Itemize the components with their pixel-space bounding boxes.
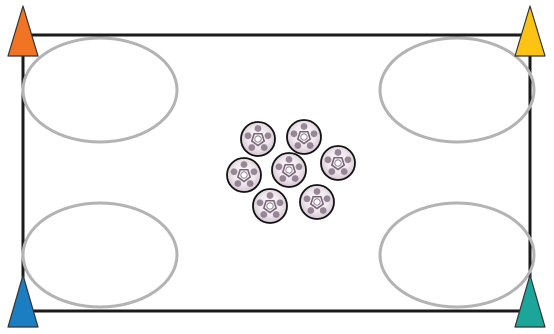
- soccer-ball-icon: [272, 153, 306, 187]
- ball-center: [301, 134, 307, 140]
- ball-patch: [260, 211, 267, 218]
- ball-patch: [231, 168, 238, 175]
- ball-patch: [291, 130, 298, 137]
- ball-patch: [257, 199, 264, 206]
- ball-patch: [286, 156, 293, 163]
- ball-patch: [314, 188, 321, 195]
- ball-center: [255, 136, 261, 142]
- ball-center: [314, 199, 320, 205]
- ball-patch: [324, 195, 331, 202]
- ball-patch: [261, 144, 268, 151]
- ball-center: [267, 203, 273, 209]
- soccer-ball-icon: [253, 189, 287, 223]
- ball-patch: [307, 142, 314, 149]
- ball-patch: [241, 161, 248, 168]
- soccer-ball-icon: [227, 158, 261, 192]
- ball-patch: [328, 168, 335, 175]
- soccer-ball-icon: [241, 122, 275, 156]
- ball-patch: [279, 175, 286, 182]
- ball-patch: [247, 180, 254, 187]
- ball-patch: [255, 125, 262, 132]
- cone-top-left-icon: [8, 6, 38, 56]
- ball-patch: [277, 199, 284, 206]
- ball-patch: [325, 156, 332, 163]
- ball-patch: [248, 144, 255, 151]
- ball-patch: [294, 142, 301, 149]
- soccer-ball-icon: [287, 120, 321, 154]
- soccer-ball-icon: [321, 146, 355, 180]
- ball-patch: [320, 207, 327, 214]
- ball-center: [335, 160, 341, 166]
- ball-center: [286, 167, 292, 173]
- ball-patch: [304, 195, 311, 202]
- ball-patch: [301, 123, 308, 130]
- ball-patch: [245, 132, 252, 139]
- ball-patch: [273, 211, 280, 218]
- ball-patch: [307, 207, 314, 214]
- ball-patch: [234, 180, 241, 187]
- soccer-ball-icon: [300, 185, 334, 219]
- ball-patch: [296, 163, 303, 170]
- ball-patch: [311, 130, 318, 137]
- ball-patch: [341, 168, 348, 175]
- ball-patch: [345, 156, 352, 163]
- cone-top-right-icon: [515, 6, 545, 56]
- ball-patch: [335, 149, 342, 156]
- ball-center: [241, 172, 247, 178]
- ball-patch: [292, 175, 299, 182]
- ball-patch: [265, 132, 272, 139]
- ball-patch: [276, 163, 283, 170]
- ball-patch: [267, 192, 274, 199]
- ball-patch: [251, 168, 258, 175]
